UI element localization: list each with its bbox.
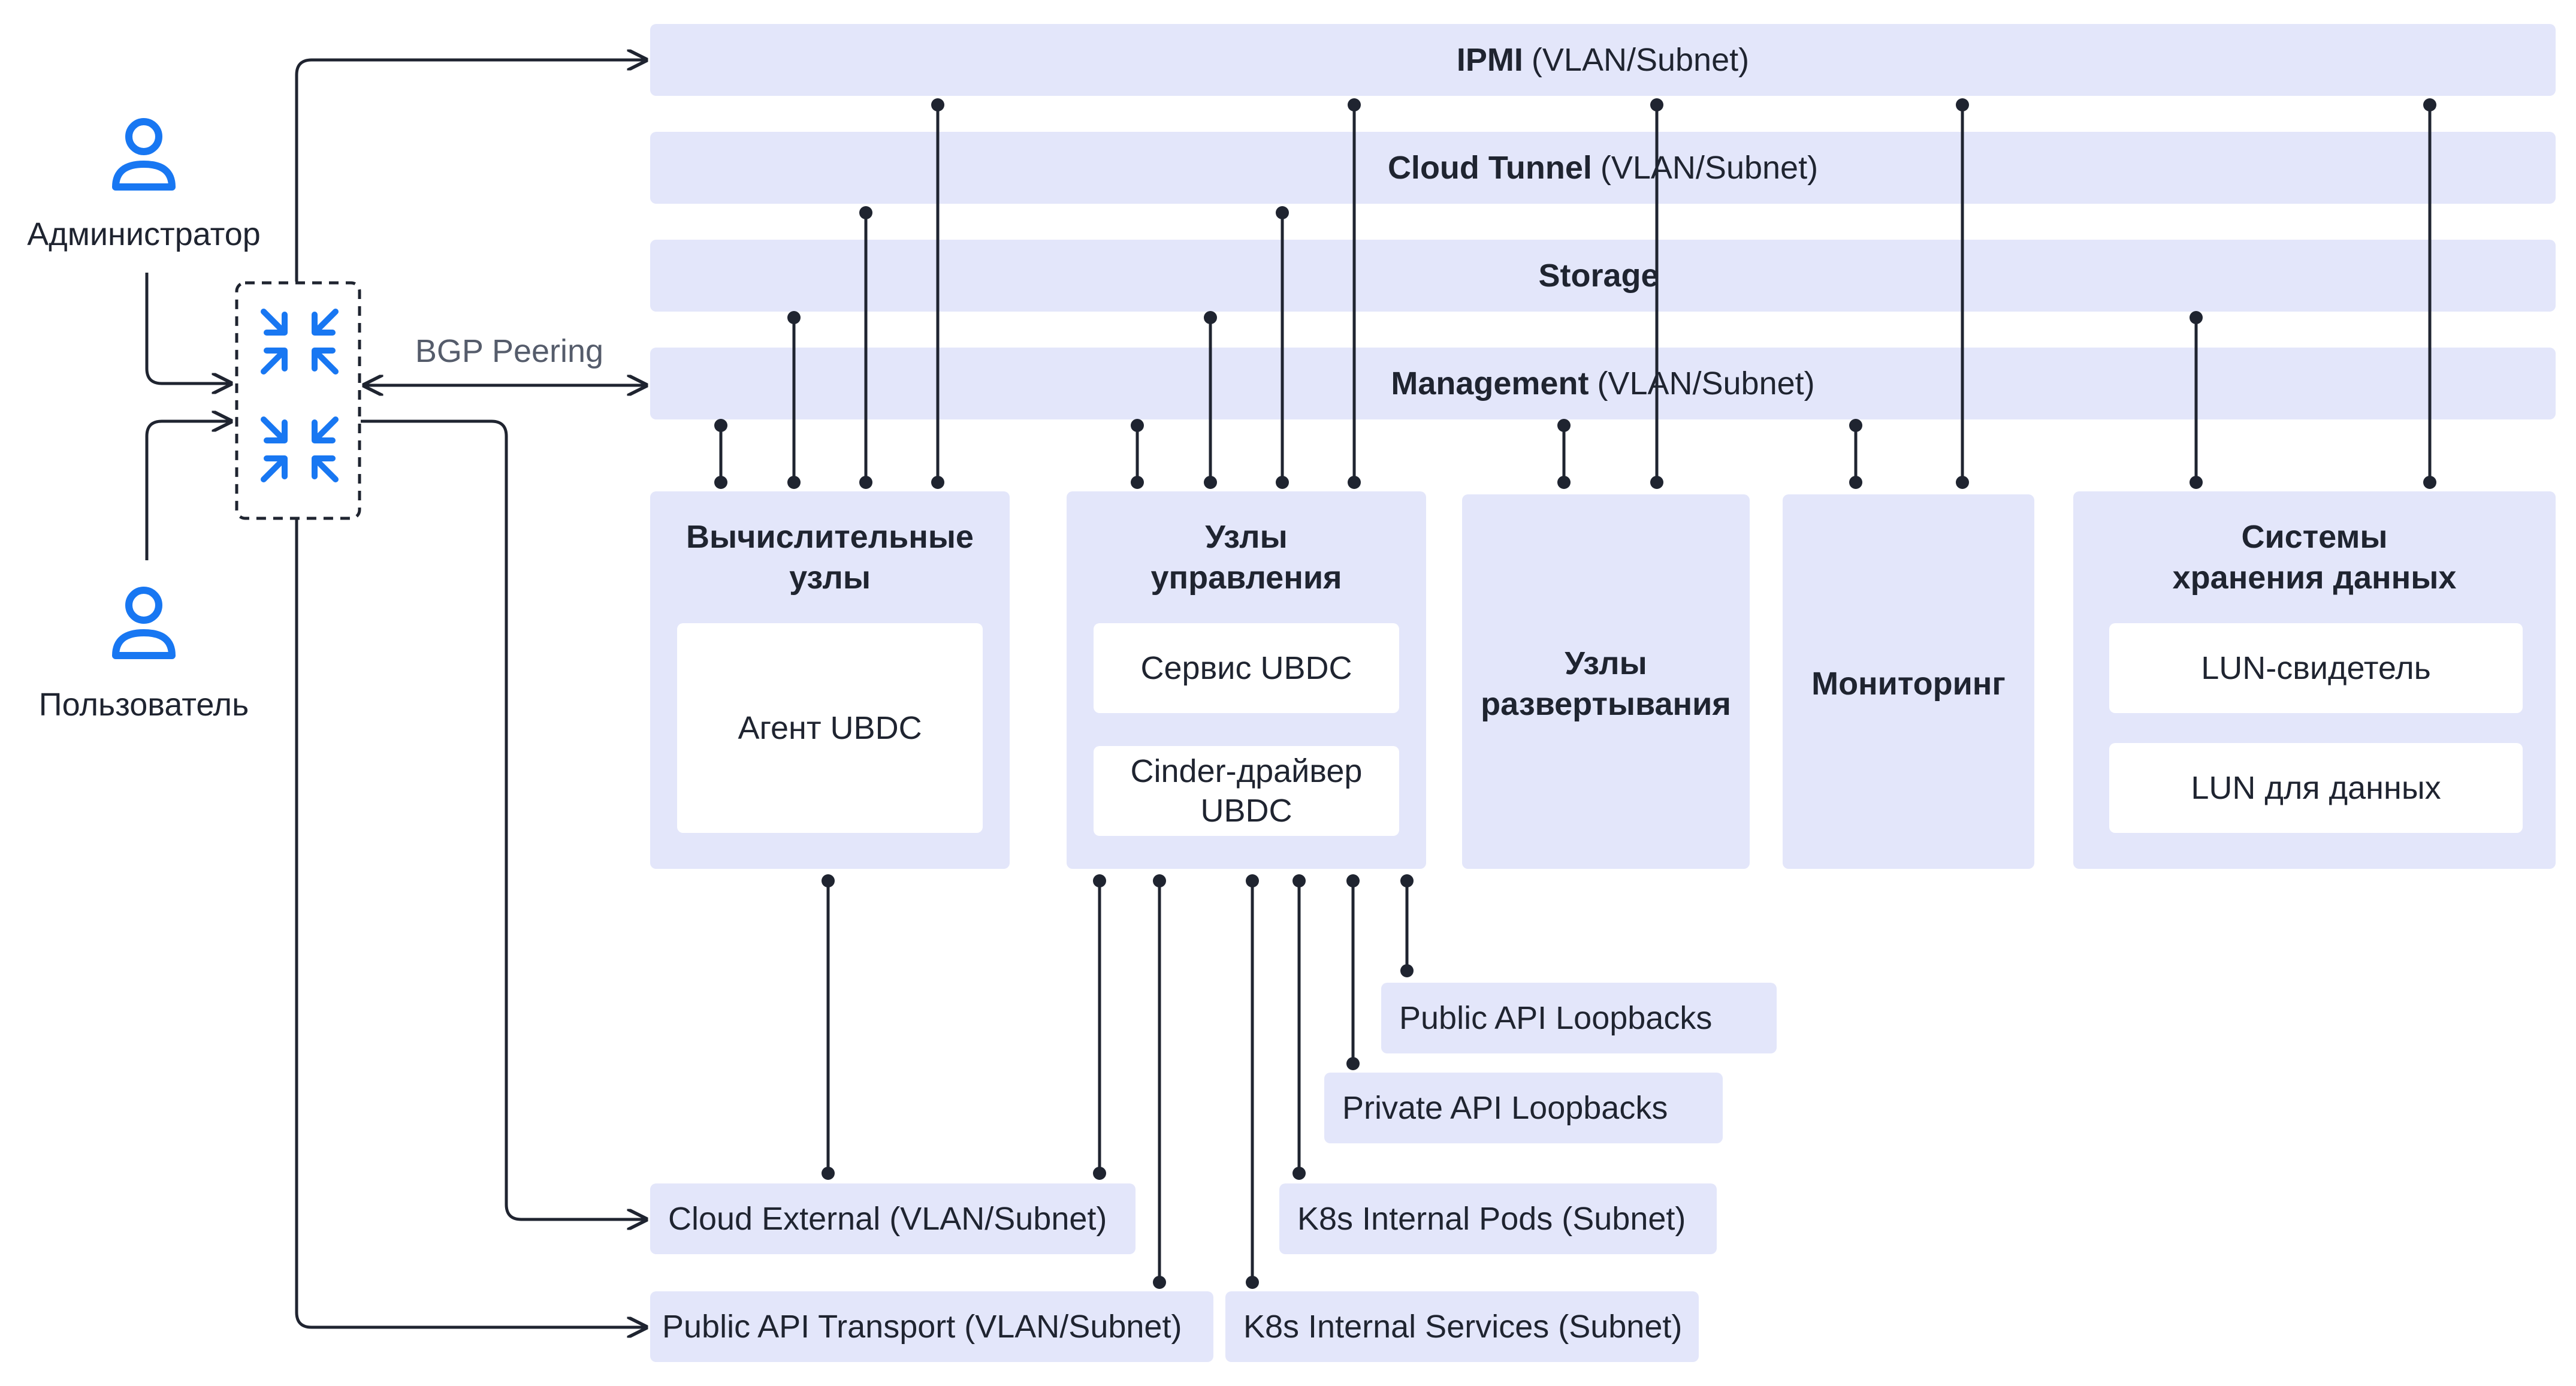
ipmi-suffix: (VLAN/Subnet) — [1531, 42, 1750, 78]
administrator-label: Администратор — [27, 216, 261, 252]
cloud-tunnel-suffix: (VLAN/Subnet) — [1600, 150, 1819, 186]
compute-nodes-group: Вычислительные узлы Агент UBDC — [650, 491, 1010, 869]
monitoring-title: Мониторинг — [1811, 666, 2006, 702]
storage-systems-title: Системы хранения данных — [2172, 519, 2457, 596]
monitoring-group: Мониторинг — [1783, 494, 2034, 869]
administrator-user-icon — [112, 118, 176, 191]
cinder-driver-box: Cinder-драйвер UBDC — [1094, 746, 1399, 836]
control-nodes-title: Узлы управления — [1150, 519, 1342, 596]
router-arrows-icon — [261, 309, 339, 482]
user-label: Пользователь — [38, 687, 249, 723]
management-suffix: (VLAN/Subnet) — [1597, 366, 1815, 401]
public-api-transport-box: Public API Transport (VLAN/Subnet) — [650, 1291, 1213, 1362]
deploy-nodes-title: Узлы развертывания — [1481, 645, 1731, 722]
k8s-internal-pods-box: K8s Internal Pods (Subnet) — [1279, 1183, 1717, 1254]
management-name: Management — [1391, 366, 1589, 401]
control-nodes-group: Узлы управления Сервис UBDC Cinder-драйв… — [1067, 491, 1426, 869]
storage-name: Storage — [1538, 258, 1659, 294]
user-icon — [112, 587, 176, 659]
cloud-tunnel-network-bar: Cloud Tunnel (VLAN/Subnet) — [650, 132, 2556, 204]
cloud-external-box: Cloud External (VLAN/Subnet) — [650, 1183, 1136, 1254]
ubdc-agent-box: Агент UBDC — [677, 623, 983, 833]
lun-data-box: LUN для данных — [2109, 743, 2523, 833]
bgp-peering-label: BGP Peering — [415, 333, 604, 369]
deploy-nodes-group: Узлы развертывания — [1462, 494, 1750, 869]
ipmi-network-bar: IPMI (VLAN/Subnet) — [650, 24, 2556, 96]
storage-network-bar: Storage — [650, 240, 2556, 312]
public-api-loopbacks-box: Public API Loopbacks — [1381, 983, 1777, 1053]
ubdc-service-box: Сервис UBDC — [1094, 623, 1399, 713]
management-network-bar: Management (VLAN/Subnet) — [650, 348, 2556, 419]
compute-nodes-title: Вычислительные узлы — [686, 519, 974, 596]
ipmi-name: IPMI — [1456, 42, 1523, 78]
k8s-internal-services-box: K8s Internal Services (Subnet) — [1225, 1291, 1699, 1362]
lun-witness-box: LUN-свидетель — [2109, 623, 2523, 713]
storage-systems-group: Системы хранения данных LUN-свидетель LU… — [2073, 491, 2556, 869]
cloud-tunnel-name: Cloud Tunnel — [1387, 150, 1592, 186]
private-api-loopbacks-box: Private API Loopbacks — [1324, 1073, 1723, 1143]
